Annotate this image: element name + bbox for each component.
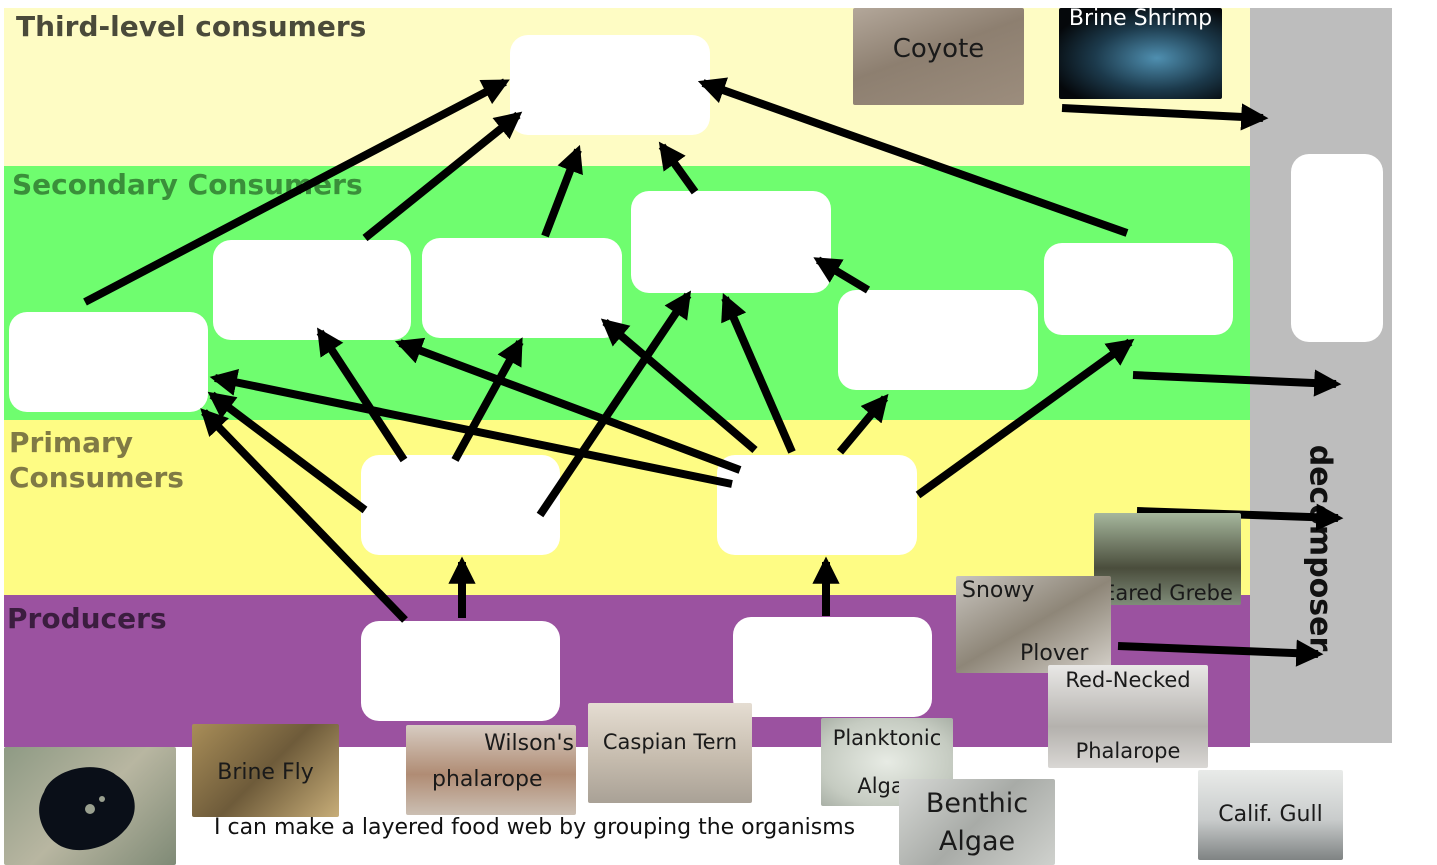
arrow xyxy=(658,141,699,195)
arrow xyxy=(536,290,692,518)
coyote-label: Coyote xyxy=(892,34,985,64)
arrow xyxy=(836,393,889,455)
arrow xyxy=(697,77,1129,237)
blank-box-secondary-5[interactable] xyxy=(838,290,1038,390)
arrow xyxy=(362,111,523,242)
coyote-card[interactable]: Coyote xyxy=(853,8,1024,105)
arrow xyxy=(721,293,796,454)
calif-gull-card[interactable]: Calif. Gull xyxy=(1198,770,1343,860)
arrow xyxy=(83,78,510,306)
arrow xyxy=(209,369,733,488)
blank-box-producer-1[interactable] xyxy=(361,621,560,721)
eared-grebe-label: Eared Grebe xyxy=(1102,581,1233,605)
blank-box-third-level[interactable] xyxy=(510,35,710,135)
caption-text: I can make a layered food web by groupin… xyxy=(214,815,856,840)
arrow xyxy=(1061,103,1269,131)
lake-shape-icon xyxy=(39,767,135,851)
producers-label: Producers xyxy=(7,602,167,635)
blank-box-secondary-6[interactable] xyxy=(1044,243,1233,335)
blank-box-secondary-1[interactable] xyxy=(9,312,208,412)
decomposer-blank-box[interactable] xyxy=(1291,154,1383,342)
blank-box-secondary-2[interactable] xyxy=(213,240,411,340)
calif-gull-label: Calif. Gull xyxy=(1218,802,1323,827)
snowy-plover-label-1: Snowy xyxy=(962,578,1035,603)
benthic-algae-card[interactable]: Benthic Algae xyxy=(899,779,1055,865)
arrow xyxy=(451,337,524,462)
primary-consumers-label-line2: Consumers xyxy=(9,461,184,494)
red-necked-phalarope-card[interactable]: Red-Necked Phalarope xyxy=(1048,665,1208,768)
arrow xyxy=(200,408,408,623)
red-necked-label-1: Red-Necked xyxy=(1065,668,1191,692)
snowy-plover-card[interactable]: Snowy Plover xyxy=(956,576,1111,673)
blank-box-secondary-4[interactable] xyxy=(631,191,831,293)
lake-aerial-image xyxy=(4,747,176,865)
primary-consumers-band xyxy=(4,420,1250,595)
brine-fly-card[interactable]: Brine Fly xyxy=(192,724,339,817)
arrow xyxy=(1117,639,1324,667)
arrow xyxy=(915,338,1135,499)
benthic-label-2: Algae xyxy=(938,826,1016,857)
caspian-tern-card[interactable]: Caspian Tern xyxy=(588,703,752,803)
arrow xyxy=(394,337,742,474)
arrow xyxy=(813,256,871,294)
blank-box-producer-2[interactable] xyxy=(733,617,932,717)
arrow xyxy=(316,327,408,463)
primary-consumers-label-line1: Primary xyxy=(9,426,134,459)
eared-grebe-card[interactable]: Eared Grebe xyxy=(1094,513,1241,605)
brine-shrimp-label: Brine Shrimp xyxy=(1068,8,1213,31)
benthic-label-1: Benthic xyxy=(925,788,1029,819)
arrow xyxy=(1132,369,1342,397)
brine-fly-label: Brine Fly xyxy=(217,760,314,785)
arrow xyxy=(541,144,583,238)
wilsons-label-1: Wilson's xyxy=(484,731,574,756)
wilsons-phalarope-card[interactable]: Wilson's phalarope xyxy=(406,725,576,815)
planktonic-label-1: Planktonic xyxy=(832,726,942,750)
third-level-label: Third-level consumers xyxy=(16,10,367,43)
red-necked-label-2: Phalarope xyxy=(1075,739,1181,763)
blank-box-primary-1[interactable] xyxy=(361,455,560,555)
brine-shrimp-card[interactable]: Brine Shrimp xyxy=(1059,8,1222,99)
snowy-plover-label-2: Plover xyxy=(1020,641,1089,666)
caspian-tern-label: Caspian Tern xyxy=(602,730,738,754)
arrow xyxy=(600,318,758,454)
wilsons-label-2: phalarope xyxy=(432,767,543,792)
blank-box-primary-2[interactable] xyxy=(717,455,917,555)
arrow xyxy=(207,391,368,514)
blank-box-secondary-3[interactable] xyxy=(422,238,622,338)
